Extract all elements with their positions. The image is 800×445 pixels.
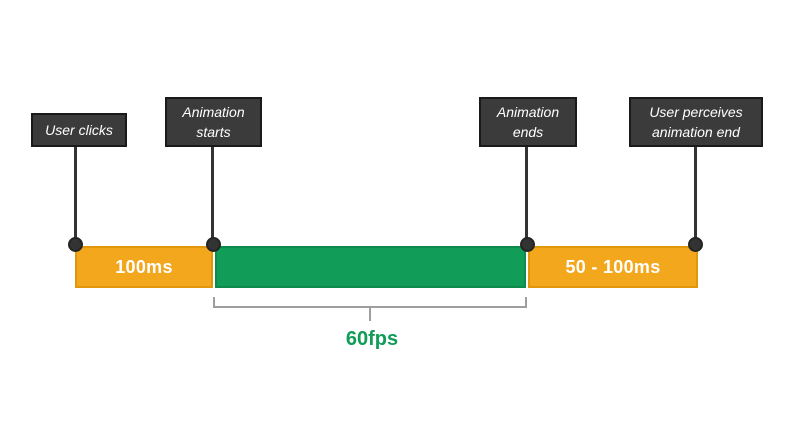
callout-user-clicks-label: User clicks	[45, 122, 113, 138]
connector-line-user-clicks	[74, 147, 77, 244]
timeline-marker-dot-animation-starts	[206, 237, 221, 252]
callout-animation-starts: Animation starts	[165, 97, 262, 147]
fps-bracket-center-tick	[369, 306, 371, 321]
connector-line-user-perceives	[694, 147, 697, 244]
bar-segment-pre-animation-delay: 100ms	[75, 246, 213, 288]
callout-animation-starts-label: Animation starts	[182, 104, 245, 140]
fps-label: 60fps	[345, 328, 399, 350]
bar-segment-pre-animation-label: 100ms	[115, 256, 173, 277]
connector-line-animation-starts	[211, 147, 214, 244]
callout-user-perceives-label: User perceives animation end	[649, 104, 743, 140]
callout-animation-ends-label: Animation ends	[496, 104, 560, 140]
callout-user-perceives: User perceives animation end	[629, 97, 763, 147]
bar-segment-post-animation-delay: 50 - 100ms	[528, 246, 698, 288]
callout-user-clicks: User clicks	[31, 113, 127, 147]
timeline-marker-dot-user-perceives	[688, 237, 703, 252]
timeline-marker-dot-animation-ends	[520, 237, 535, 252]
bar-segment-post-animation-label: 50 - 100ms	[565, 256, 661, 277]
connector-line-animation-ends	[525, 147, 528, 244]
bar-segment-animation	[215, 246, 526, 288]
timeline-marker-dot-user-clicks	[68, 237, 83, 252]
callout-animation-ends: Animation ends	[479, 97, 577, 147]
